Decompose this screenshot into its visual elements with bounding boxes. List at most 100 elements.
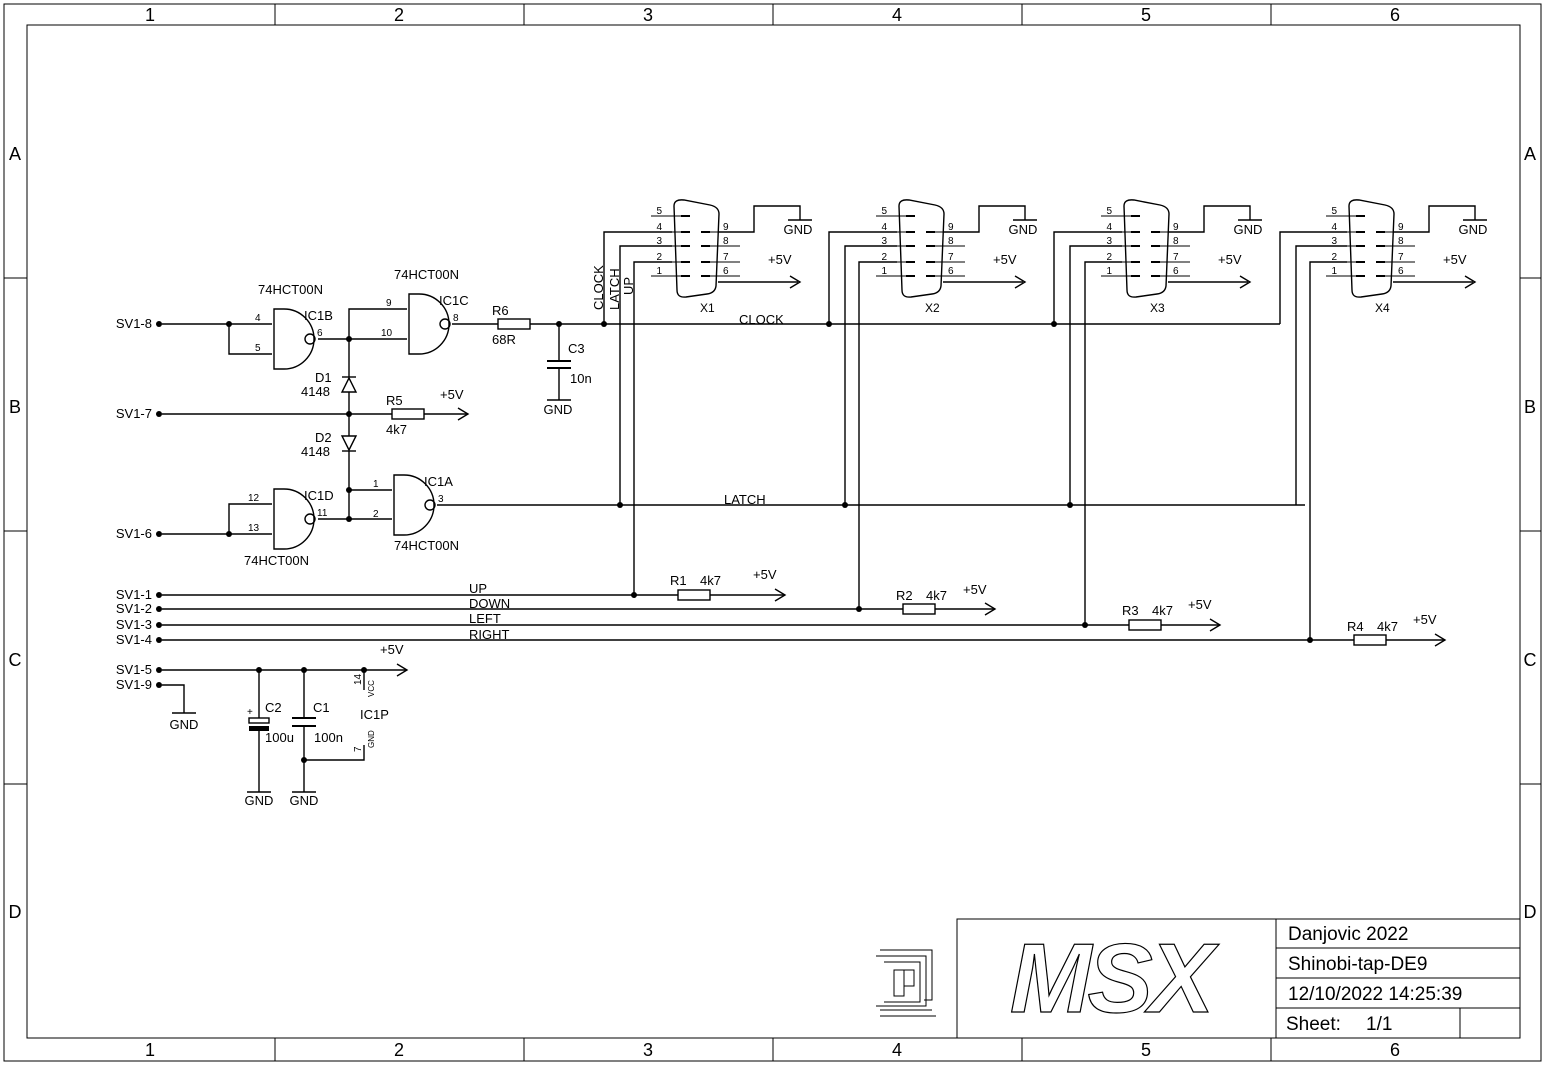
diode-d1: D1 4148 bbox=[301, 370, 358, 399]
de9-pin-label: 5 bbox=[1106, 206, 1112, 217]
gnd-label-x3: GND bbox=[1234, 222, 1263, 237]
vcc-label-supply: +5V bbox=[380, 642, 404, 657]
title-sheet-value: 1/1 bbox=[1366, 1014, 1392, 1035]
ic1p-power: 14 VCC IC1P 7 GND bbox=[353, 673, 389, 752]
de9-pin-label: 6 bbox=[1173, 266, 1179, 277]
row-label-left-d: D bbox=[9, 902, 22, 922]
de9-pin-label: 6 bbox=[1398, 266, 1404, 277]
row-label-right-c: C bbox=[1524, 650, 1537, 670]
ic1b-name: IC1B bbox=[304, 308, 333, 323]
resistor-r3: R3 4k7 bbox=[1122, 603, 1173, 631]
gnd-label-c2: GND bbox=[245, 793, 274, 808]
title-sheet-label: Sheet: bbox=[1286, 1014, 1341, 1035]
ic1d-pin-out: 11 bbox=[317, 508, 328, 519]
msx-logo: MSX bbox=[1010, 923, 1220, 1033]
vcc-label-r4: +5V bbox=[1413, 612, 1437, 627]
latch-bus-label: LATCH bbox=[724, 492, 766, 507]
up-line-label: UP bbox=[469, 581, 487, 596]
col-label-top-5: 5 bbox=[1141, 5, 1151, 25]
r3-value: 4k7 bbox=[1152, 603, 1173, 618]
c1-name: C1 bbox=[313, 700, 330, 715]
de9-pin-label: 1 bbox=[656, 266, 662, 277]
ic1b-pin-in1: 4 bbox=[255, 313, 261, 324]
de9-pin-label: 5 bbox=[1331, 206, 1337, 217]
pin-sv1-2: SV1-2 bbox=[116, 601, 152, 616]
de9-name: X3 bbox=[1150, 301, 1165, 315]
resistor-r6: R6 68R bbox=[492, 303, 531, 347]
de9-pin-label: 3 bbox=[1331, 236, 1337, 247]
de9-name: X1 bbox=[700, 301, 715, 315]
row-label-right-d: D bbox=[1524, 902, 1537, 922]
capacitor-c3: C3 10n bbox=[547, 341, 592, 386]
vcc-label-r3: +5V bbox=[1188, 597, 1212, 612]
ic1c-pin-in1: 9 bbox=[386, 298, 392, 309]
r5-name: R5 bbox=[386, 393, 403, 408]
de9-pin-label: 4 bbox=[1331, 222, 1337, 233]
col-label-top-4: 4 bbox=[892, 5, 902, 25]
vcc-label-r1: +5V bbox=[753, 567, 777, 582]
gnd-label-x1: GND bbox=[784, 222, 813, 237]
col-label-top-6: 6 bbox=[1390, 5, 1400, 25]
de9-pin-label: 3 bbox=[881, 236, 887, 247]
de9-pin-label: 8 bbox=[723, 236, 729, 247]
row-label-left-a: A bbox=[9, 144, 21, 164]
ic1p-gnd: GND bbox=[367, 730, 376, 748]
c2-value: 100u bbox=[265, 730, 294, 745]
up-vertical-label: UP bbox=[621, 277, 636, 295]
pin-sv1-6: SV1-6 bbox=[116, 526, 152, 541]
de9-pin-label: 9 bbox=[723, 222, 729, 233]
de9-name: X4 bbox=[1375, 301, 1390, 315]
de9-pin-label: 5 bbox=[656, 206, 662, 217]
ic1a-name: IC1A bbox=[424, 474, 453, 489]
de9-pin-label: 7 bbox=[1173, 252, 1179, 263]
ic1a-pin-out: 3 bbox=[438, 494, 444, 505]
col-label-top-2: 2 bbox=[394, 5, 404, 25]
r2-value: 4k7 bbox=[926, 588, 947, 603]
ic1c-part: 74HCT00N bbox=[394, 267, 459, 282]
net-labels: GND GND GND GND GND GND GND GND +5V +5V … bbox=[170, 222, 1488, 808]
c3-name: C3 bbox=[568, 341, 585, 356]
gnd-label-c1: GND bbox=[290, 793, 319, 808]
author-logo-icon bbox=[876, 949, 936, 1017]
vcc-label-r5: +5V bbox=[440, 387, 464, 402]
de9-pin-label: 1 bbox=[881, 266, 887, 277]
ic1c-pin-in2: 10 bbox=[381, 328, 393, 339]
gnd-label-x4: GND bbox=[1459, 222, 1488, 237]
de9-pin-label: 2 bbox=[1331, 252, 1337, 263]
ic1b-pin-out: 6 bbox=[317, 328, 323, 339]
col-label-bottom-2: 2 bbox=[394, 1040, 404, 1060]
col-label-top-1: 1 bbox=[145, 5, 155, 25]
vcc-label-x2: +5V bbox=[993, 252, 1017, 267]
c3-value: 10n bbox=[570, 371, 592, 386]
de9-pin-label: 1 bbox=[1106, 266, 1112, 277]
pin-sv1-8: SV1-8 bbox=[116, 316, 152, 331]
gnd-label-x2: GND bbox=[1009, 222, 1038, 237]
ic1b-pin-in2: 5 bbox=[255, 343, 261, 354]
col-label-bottom-4: 4 bbox=[892, 1040, 902, 1060]
de9-connectors: 543219876X1543219876X2543219876X35432198… bbox=[651, 199, 1415, 315]
de9-pin-label: 1 bbox=[1331, 266, 1337, 277]
header-pin-labels: SV1-8 SV1-7 SV1-6 SV1-1 SV1-2 SV1-3 SV1-… bbox=[116, 316, 152, 692]
resistor-r5: R5 4k7 bbox=[386, 393, 425, 437]
c2-name: C2 bbox=[265, 700, 282, 715]
ic1p-name: IC1P bbox=[360, 707, 389, 722]
row-label-right-a: A bbox=[1524, 144, 1536, 164]
ic1d-part: 74HCT00N bbox=[244, 553, 309, 568]
r3-name: R3 bbox=[1122, 603, 1139, 618]
de9-pin-label: 8 bbox=[1173, 236, 1179, 247]
title-block: Danjovic 2022 Shinobi-tap-DE9 12/10/2022… bbox=[876, 918, 1521, 1039]
pin-sv1-1: SV1-1 bbox=[116, 587, 152, 602]
right-line-label: RIGHT bbox=[469, 627, 510, 642]
title-author: Danjovic 2022 bbox=[1288, 924, 1408, 945]
gate-ic1a: 1 2 3 IC1A 74HCT00N bbox=[373, 474, 459, 553]
left-line-label: LEFT bbox=[469, 611, 501, 626]
de9-pin-label: 2 bbox=[1106, 252, 1112, 263]
c2-polarity: + bbox=[247, 707, 253, 718]
pin-sv1-5: SV1-5 bbox=[116, 662, 152, 677]
title-project: Shinobi-tap-DE9 bbox=[1288, 954, 1427, 975]
ic1d-name: IC1D bbox=[304, 488, 334, 503]
